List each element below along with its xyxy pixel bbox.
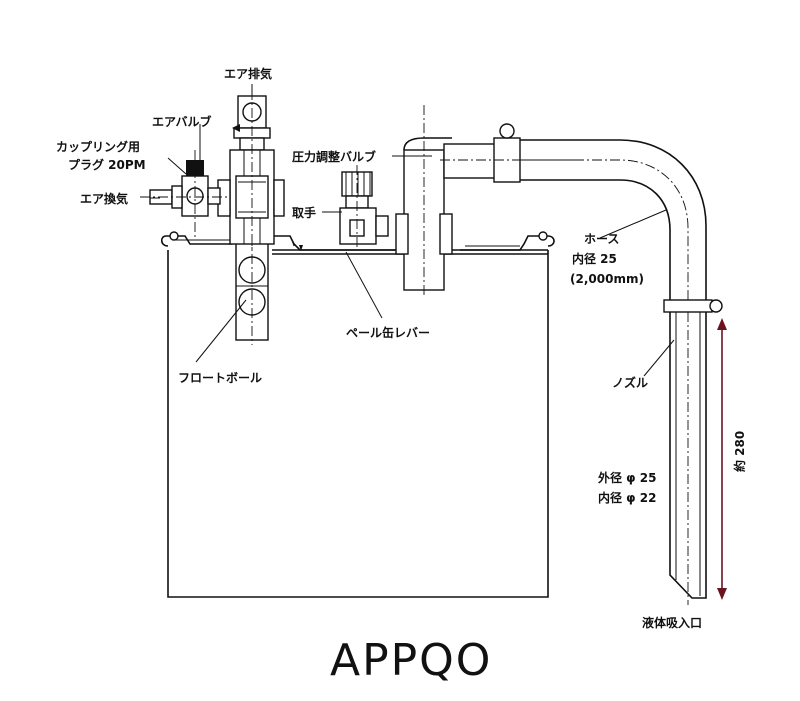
nozzle: [669, 312, 707, 605]
label-length: 約 280: [732, 431, 747, 472]
label-outer-diameter: 外径 φ 25: [598, 470, 656, 485]
label-pressure-valve: 圧力調整バルブ: [292, 149, 376, 164]
hose: [520, 139, 723, 313]
label-inner-diameter: 内径 φ 22: [598, 490, 656, 505]
label-coupling-plug-2: プラグ 20PM: [68, 157, 146, 172]
label-pail-lever: ペール缶レバー: [346, 325, 430, 340]
label-float-ball: フロートボール: [178, 370, 262, 385]
label-air-exchange: エア換気: [80, 191, 128, 206]
leader-lines: [150, 84, 675, 377]
label-liquid-inlet: 液体吸入口: [642, 615, 702, 630]
label-air-valve: エアバルブ: [152, 114, 212, 129]
outlet-pipe: [395, 105, 580, 295]
float-column: [235, 200, 269, 345]
pump-body: [217, 90, 285, 250]
air-valve: [140, 150, 230, 240]
label-handle: 取手: [292, 205, 316, 220]
label-air-exhaust: エア排気: [224, 66, 272, 81]
label-hose-1: ホース: [584, 232, 619, 246]
brand-logo-text: APPQO: [330, 635, 492, 686]
label-hose-3: (2,000mm): [570, 272, 644, 286]
pressure-valve: [339, 165, 389, 250]
label-coupling-plug-1: カップリング用: [56, 139, 140, 154]
label-hose-2: 内径 25: [572, 251, 617, 266]
length-dimension: [717, 318, 727, 600]
pail-can: [160, 231, 555, 598]
label-nozzle: ノズル: [612, 375, 648, 390]
